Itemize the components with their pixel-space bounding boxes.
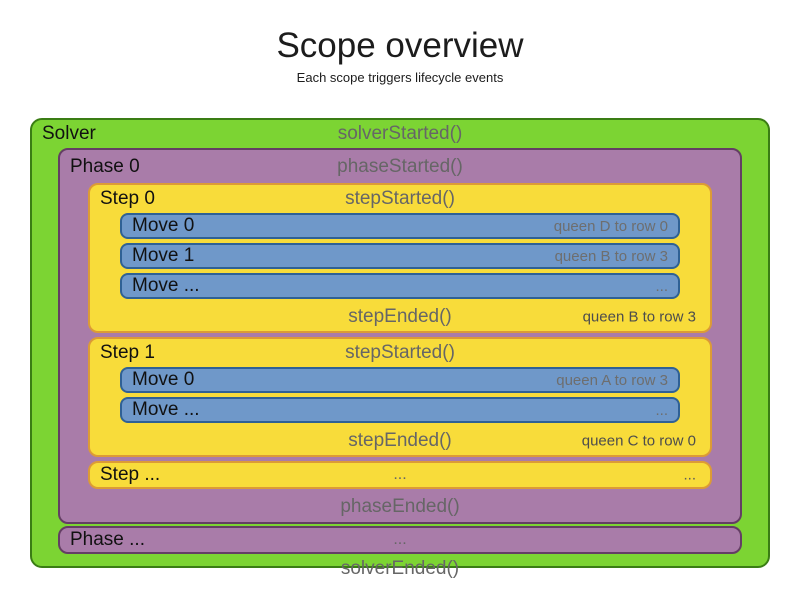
phase-more-label: Phase ... <box>70 529 145 550</box>
step-0-started-event: stepStarted() <box>345 188 455 209</box>
move-label: Move ... <box>132 275 200 296</box>
step-more-label: Step ... <box>100 464 161 485</box>
solver-scope-box: Solver solverStarted() Phase 0 phaseStar… <box>30 118 770 579</box>
move-detail: queen D to row 0 <box>553 217 668 235</box>
move-label: Move 1 <box>132 245 195 266</box>
step-more-center-ellipsis: ... <box>393 466 407 483</box>
step-0-move-0-box: Move 0 queen D to row 0 <box>120 213 680 239</box>
phase-0-box: Phase 0 phaseStarted() Step 0 stepStarte… <box>58 148 742 524</box>
diagram-title: Scope overview <box>276 26 524 65</box>
solver-label: Solver <box>42 123 96 144</box>
move-detail: ... <box>655 277 668 295</box>
move-detail: queen B to row 3 <box>554 247 668 265</box>
move-detail: queen A to row 3 <box>556 371 668 389</box>
step-0-label: Step 0 <box>100 188 155 209</box>
step-1-move-0-box: Move 0 queen A to row 3 <box>120 367 680 393</box>
phase-more-center-ellipsis: ... <box>393 531 407 548</box>
move-detail: ... <box>655 401 668 419</box>
solver-header-row: Solver solverStarted() <box>32 120 768 148</box>
move-label: Move 0 <box>132 215 195 236</box>
solver-ended-row: solverEnded() <box>32 554 768 583</box>
phase-0-ended-event: phaseEnded() <box>340 496 460 517</box>
move-label: Move ... <box>132 399 200 420</box>
diagram-subtitle: Each scope triggers lifecycle events <box>296 70 504 85</box>
phase-0-header-row: Phase 0 phaseStarted() <box>60 150 740 183</box>
solver-started-event: solverStarted() <box>337 123 463 144</box>
step-0-ended-event: stepEnded() <box>348 306 452 327</box>
step-more-box: Step ... ... ... <box>88 461 712 489</box>
step-0-ended-detail: queen B to row 3 <box>582 308 696 326</box>
step-1-ended-row: stepEnded() queen C to row 0 <box>90 427 710 455</box>
solver-ended-event: solverEnded() <box>340 558 460 579</box>
phase-0-started-event: phaseStarted() <box>337 156 463 177</box>
step-1-box: Step 1 stepStarted() Move 0 queen A to r… <box>88 337 712 457</box>
step-0-ended-row: stepEnded() queen B to row 3 <box>90 303 710 331</box>
step-0-box: Step 0 stepStarted() Move 0 queen D to r… <box>88 183 712 333</box>
step-1-ended-detail: queen C to row 0 <box>581 432 696 450</box>
step-1-started-event: stepStarted() <box>345 342 455 363</box>
step-0-move-1-box: Move 1 queen B to row 3 <box>120 243 680 269</box>
step-0-header-row: Step 0 stepStarted() <box>90 185 710 213</box>
phase-0-ended-row: phaseEnded() <box>60 492 740 522</box>
step-more-right-ellipsis: ... <box>683 466 696 484</box>
step-1-ended-event: stepEnded() <box>348 430 452 451</box>
phase-0-label: Phase 0 <box>70 155 140 177</box>
step-1-label: Step 1 <box>100 342 155 363</box>
step-1-header-row: Step 1 stepStarted() <box>90 339 710 367</box>
step-0-move-more-box: Move ... ... <box>120 273 680 299</box>
step-1-move-more-box: Move ... ... <box>120 397 680 423</box>
phase-more-box: Phase ... ... <box>58 526 742 554</box>
move-label: Move 0 <box>132 369 195 390</box>
